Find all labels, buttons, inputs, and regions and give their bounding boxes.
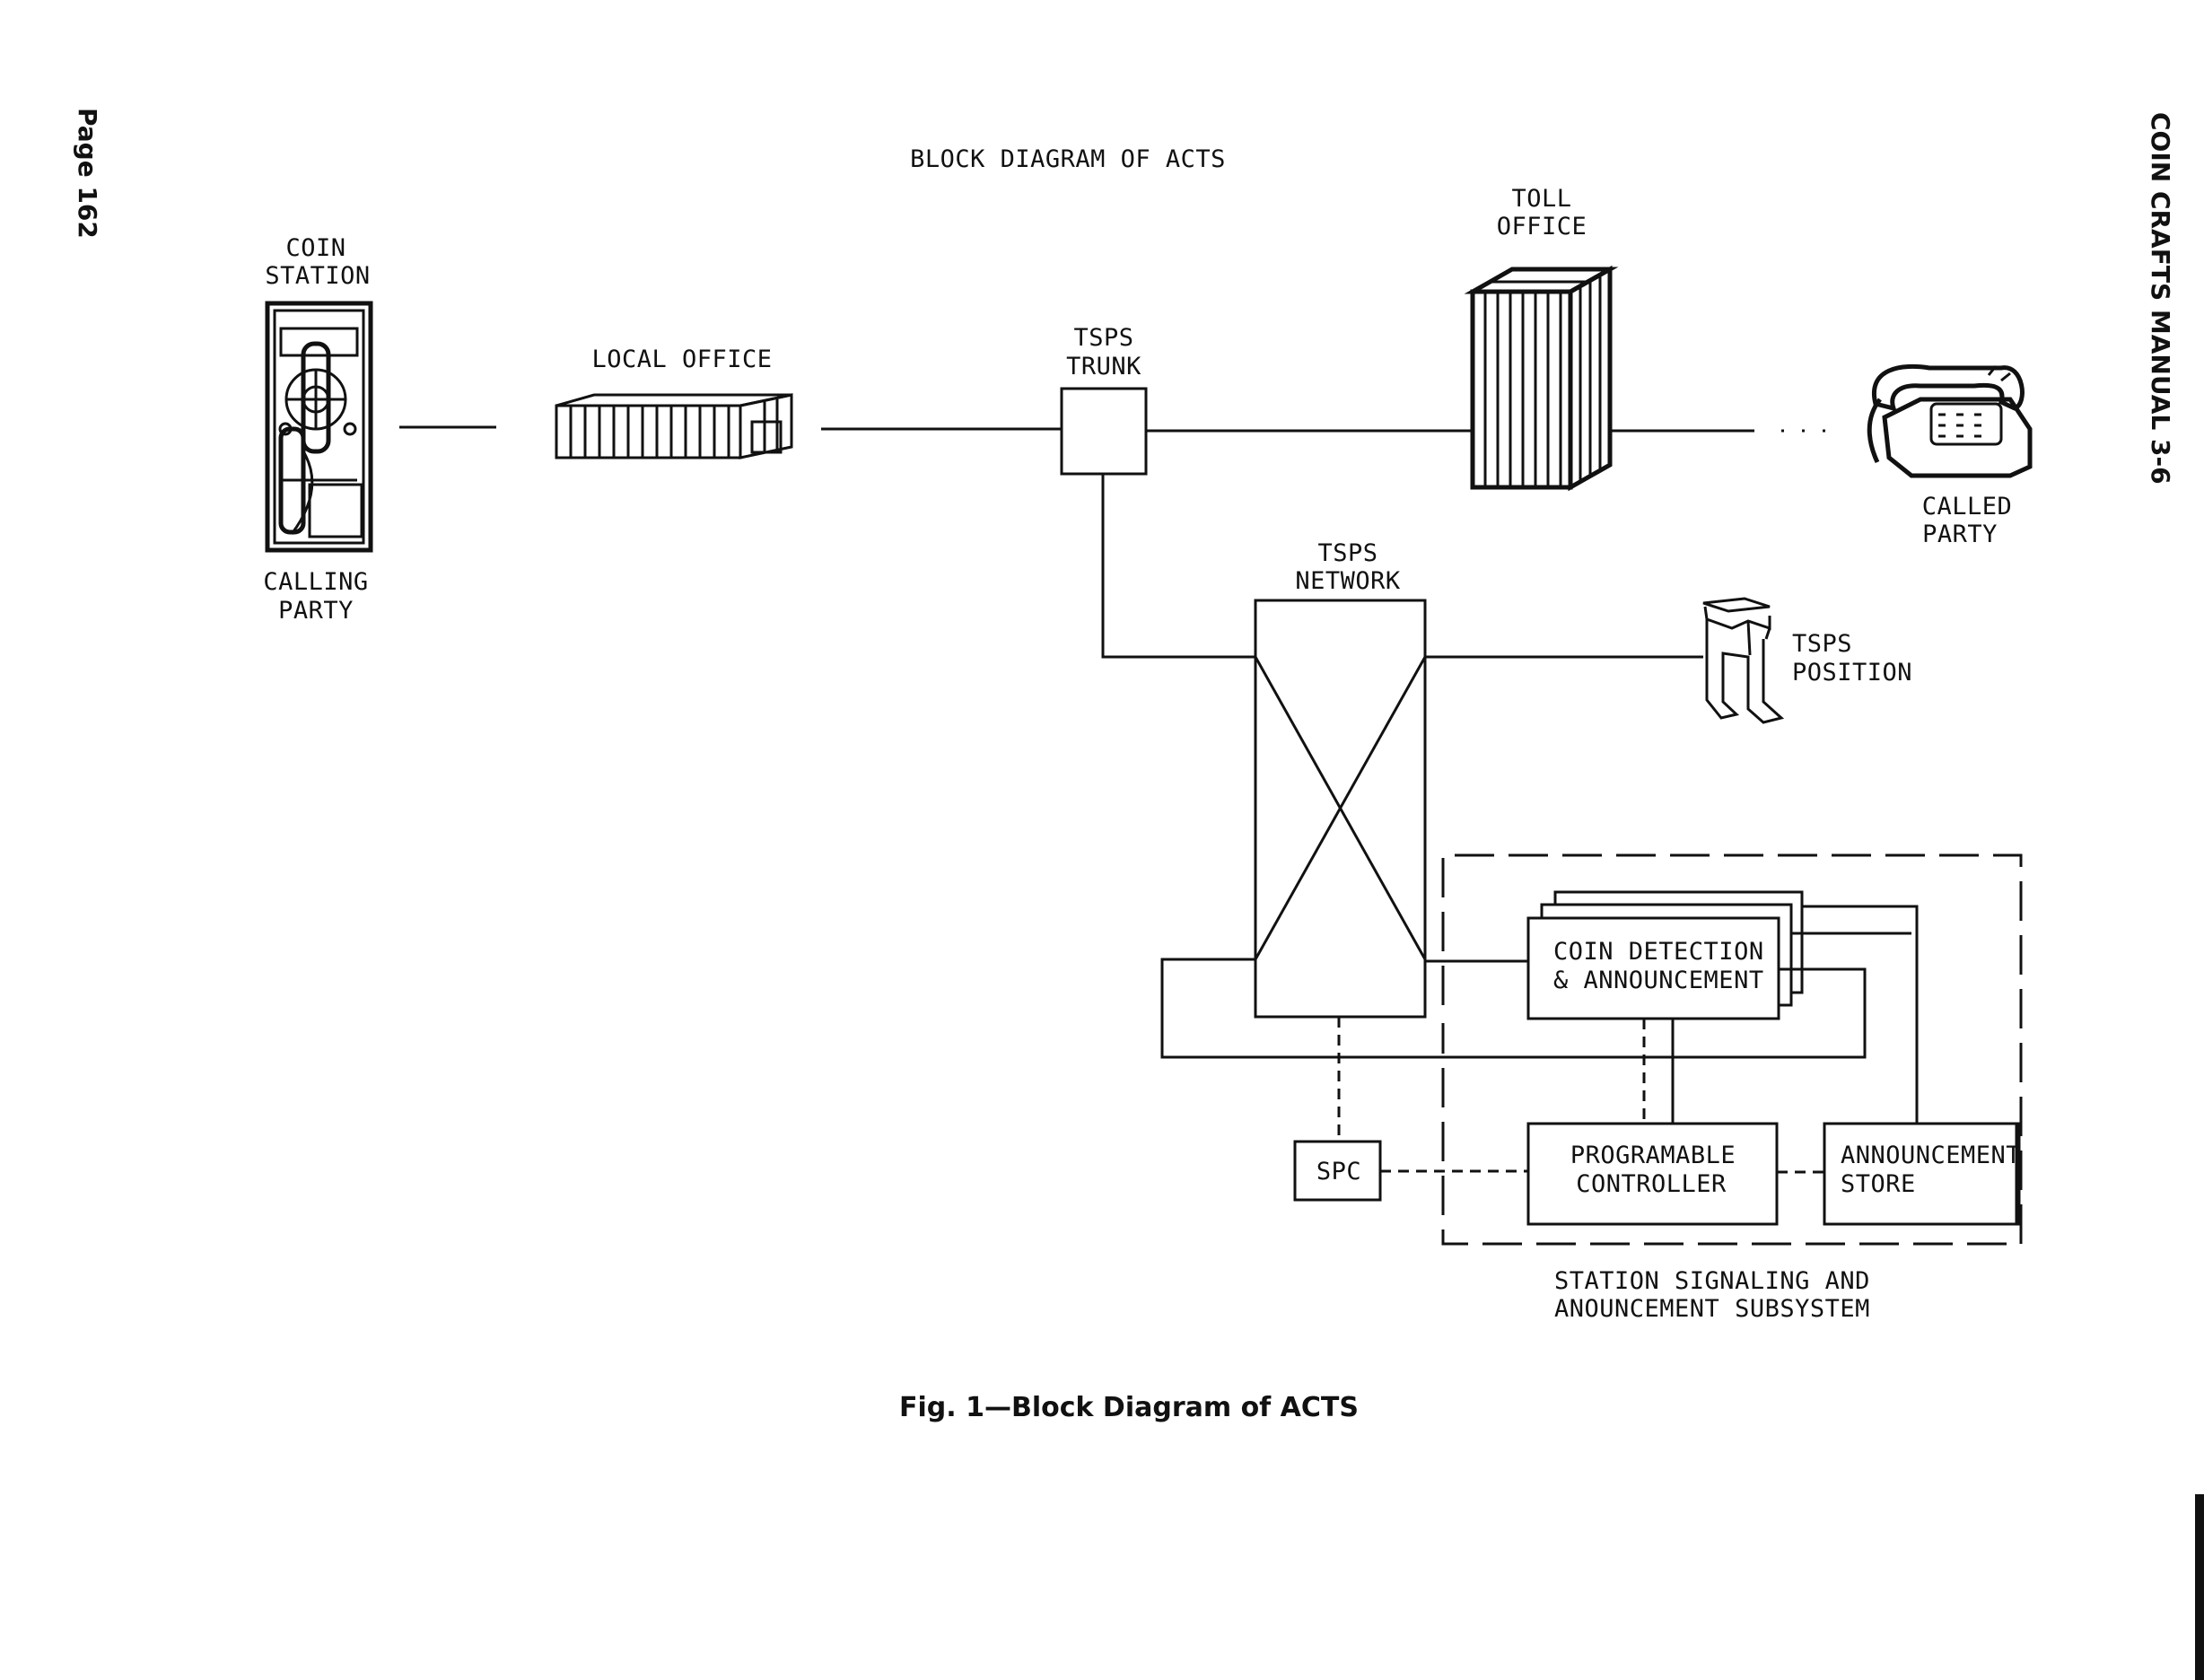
tsps-position-label-line1: TSPS [1792,630,1852,658]
toll-office-label-line1: TOLL [1511,185,1571,213]
calling-party-label-line2: PARTY [278,597,354,625]
announcement-store-node: ANNOUNCEMENT STORE [1823,1122,2021,1226]
announcement-store-label-line2: STORE [1841,1170,1916,1198]
programable-controller-node: PROGRAMABLE CONTROLLER [1526,1122,1779,1226]
coin-detection-label-line2: & ANNOUNCEMENT [1553,967,1764,994]
coin-station-label-line1: COIN [285,234,345,262]
subsystem-label-line2: ANOUNCEMENT SUBSYSTEM [1554,1295,1870,1323]
tsps-position-label-line2: POSITION [1792,659,1912,687]
spc-node: SPC [1293,1140,1382,1202]
tsps-network-label-line1: TSPS [1317,539,1378,567]
manual-label: COIN CRAFTS MANUAL 3-6 [2146,112,2175,485]
operator-console-icon [1702,597,1785,724]
programable-controller-box [1526,1122,1779,1226]
programable-controller-label-line2: CONTROLLER [1576,1170,1727,1198]
local-office-label: LOCAL OFFICE [591,346,772,373]
page-edge-bar [2195,1494,2204,1680]
connections [399,425,1919,1174]
payphone-icon [265,301,373,553]
coin-detection-box [1526,916,1780,1020]
building-icon [555,393,793,459]
coin-detection-node: COIN DETECTION & ANNOUNCEMENT [1526,890,1804,1020]
subsystem-label-line1: STATION SIGNALING AND [1554,1267,1870,1295]
tower-building-icon [1464,265,1619,492]
toll-office-label-line2: OFFICE [1497,213,1587,241]
announcement-store-label-line1: ANNOUNCEMENT [1841,1142,2021,1169]
called-party-label-line2: PARTY [1922,521,1998,548]
calling-party-label-line1: CALLING [263,568,368,596]
tsps-position-node: TSPS POSITION [1702,597,1912,724]
called-party-node: CALLED PARTY [1867,363,2033,548]
called-party-label-line1: CALLED [1922,493,2013,521]
desk-telephone-icon [1867,363,2033,478]
toll-office-node: TOLL OFFICE [1464,185,1619,492]
local-office-node: LOCAL OFFICE [555,346,793,459]
spc-label: SPC [1316,1158,1361,1186]
tsps-trunk-box [1060,387,1148,476]
station-signaling-subsystem: STATION SIGNALING AND ANOUNCEMENT SUBSYS… [1441,853,2023,1323]
coin-station-label-line2: STATION [265,262,370,290]
tsps-trunk-node: TSPS TRUNK [1060,324,1148,476]
coin-station-node: COIN STATION CALLING PARTY [263,234,373,625]
page-label: Page 162 [73,108,102,239]
programable-controller-label-line1: PROGRAMABLE [1570,1142,1736,1169]
coin-detection-label-line1: COIN DETECTION [1553,938,1764,966]
diagram-title: BLOCK DIAGRAM OF ACTS [910,145,1226,173]
tsps-trunk-label-line1: TSPS [1073,324,1133,352]
tsps-network-node: TSPS NETWORK [1254,539,1427,1019]
tsps-network-label-line2: NETWORK [1295,567,1401,595]
tsps-trunk-label-line2: TRUNK [1066,353,1141,381]
figure-caption: Fig. 1—Block Diagram of ACTS [899,1392,1359,1423]
